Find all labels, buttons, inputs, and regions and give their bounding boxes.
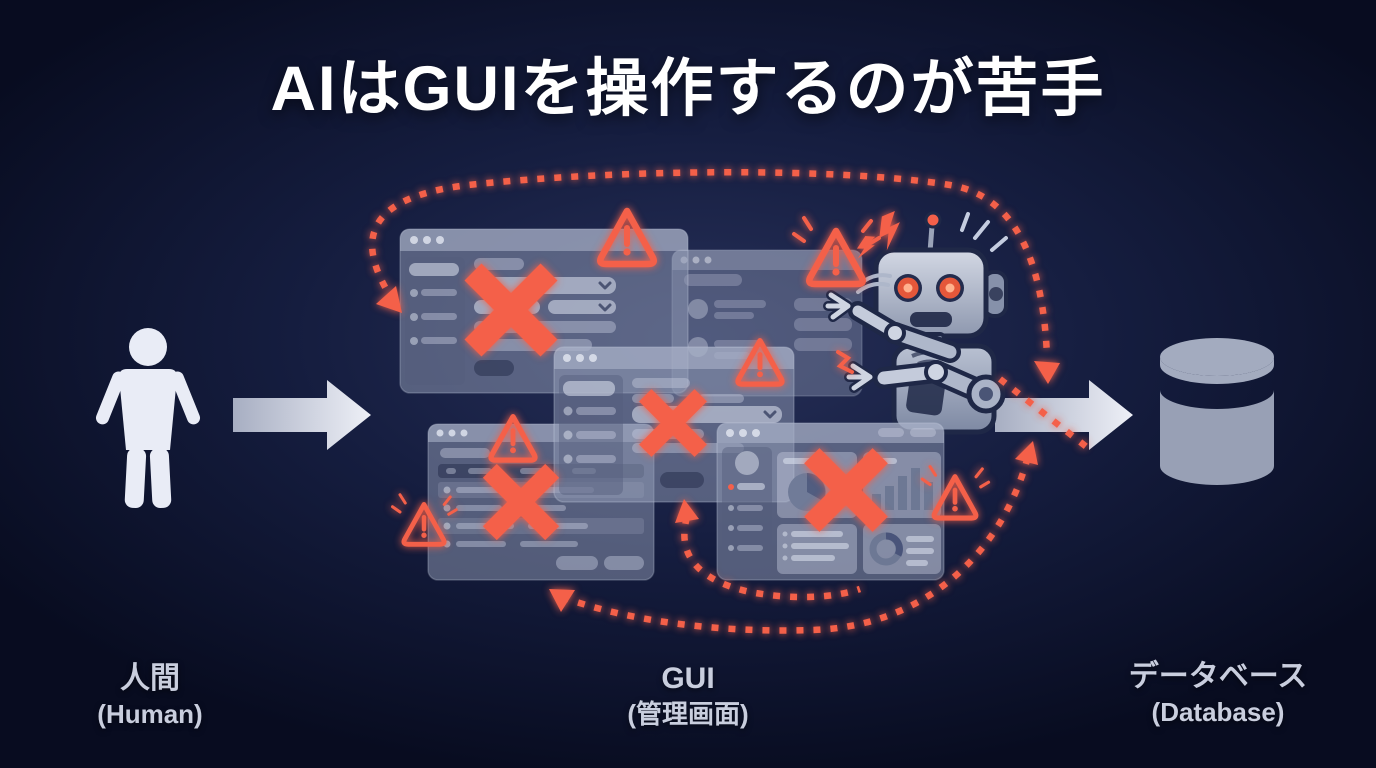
human-sublabel: (Human) (97, 698, 203, 729)
page-title: AIはGUIを操作するのが苦手 (270, 54, 1106, 124)
database-label: データベース (1128, 660, 1308, 693)
list-card (777, 524, 857, 574)
error-x-icon (639, 389, 707, 457)
error-x-icon (464, 263, 558, 357)
robot-hand-upper (823, 290, 853, 322)
flow-arrow-gui-to-db-icon (995, 380, 1133, 450)
robot-eyes (894, 274, 964, 302)
antenna-ball (924, 211, 942, 229)
motion-arcs-icon (856, 273, 892, 294)
gui-label-group: GUI (管理画面) (568, 660, 808, 730)
robot-mouth (910, 312, 952, 327)
flow-arrow-human-to-gui-icon (233, 380, 371, 450)
warning-triangle-icon (920, 465, 991, 521)
crackle-icon (836, 350, 854, 374)
button-shape (474, 360, 514, 376)
button-shape (604, 556, 644, 570)
warning-triangle-icon (735, 338, 785, 387)
avatar-circle (735, 451, 759, 475)
gui-sublabel: (管理画面) (627, 698, 749, 729)
database-cylinder-icon (1160, 338, 1274, 485)
dashed-crossing-arrow-icon (997, 376, 1096, 455)
human-label: 人間 (120, 662, 180, 695)
chevron-down-icon (763, 410, 777, 419)
dashed-inner-loop-arrow-icon (675, 499, 862, 601)
robot-icon (823, 211, 1008, 435)
bar-chart-icon (872, 468, 933, 510)
alert-rays-icon (920, 465, 991, 489)
stress-lines-icon (960, 212, 1008, 252)
gui-label: GUI (661, 662, 715, 695)
warning-triangle-icon (488, 414, 538, 463)
alert-rays-icon (391, 493, 458, 516)
warning-triangle-icon (596, 207, 658, 268)
button-shape (556, 556, 598, 570)
database-sublabel: (Database) (1151, 696, 1285, 727)
robot-hand-lower (844, 361, 875, 393)
button-shape (660, 472, 704, 488)
lightning-bolt-icon (856, 236, 876, 259)
dashed-outer-loop-arrow-icon (549, 441, 1038, 634)
human-label-group: 人間 (Human) (30, 660, 270, 730)
app-window-a (399, 228, 689, 394)
chevron-down-icon (598, 303, 612, 312)
dashed-retry-loop-arrow-icon (369, 168, 1060, 384)
alert-rays-icon (792, 216, 881, 246)
lightning-bolt-icon (879, 210, 900, 251)
error-x-icon (804, 448, 888, 532)
pie-chart-icon (807, 473, 826, 501)
warning-triangle-icon (792, 216, 881, 288)
warning-triangle-icon (391, 493, 458, 547)
database-label-group: データベース (Database) (1098, 658, 1338, 728)
human-pictogram-icon (95, 328, 201, 509)
error-x-icon (482, 463, 560, 541)
chevron-down-icon (598, 281, 612, 290)
donut-chart-card (863, 524, 941, 574)
